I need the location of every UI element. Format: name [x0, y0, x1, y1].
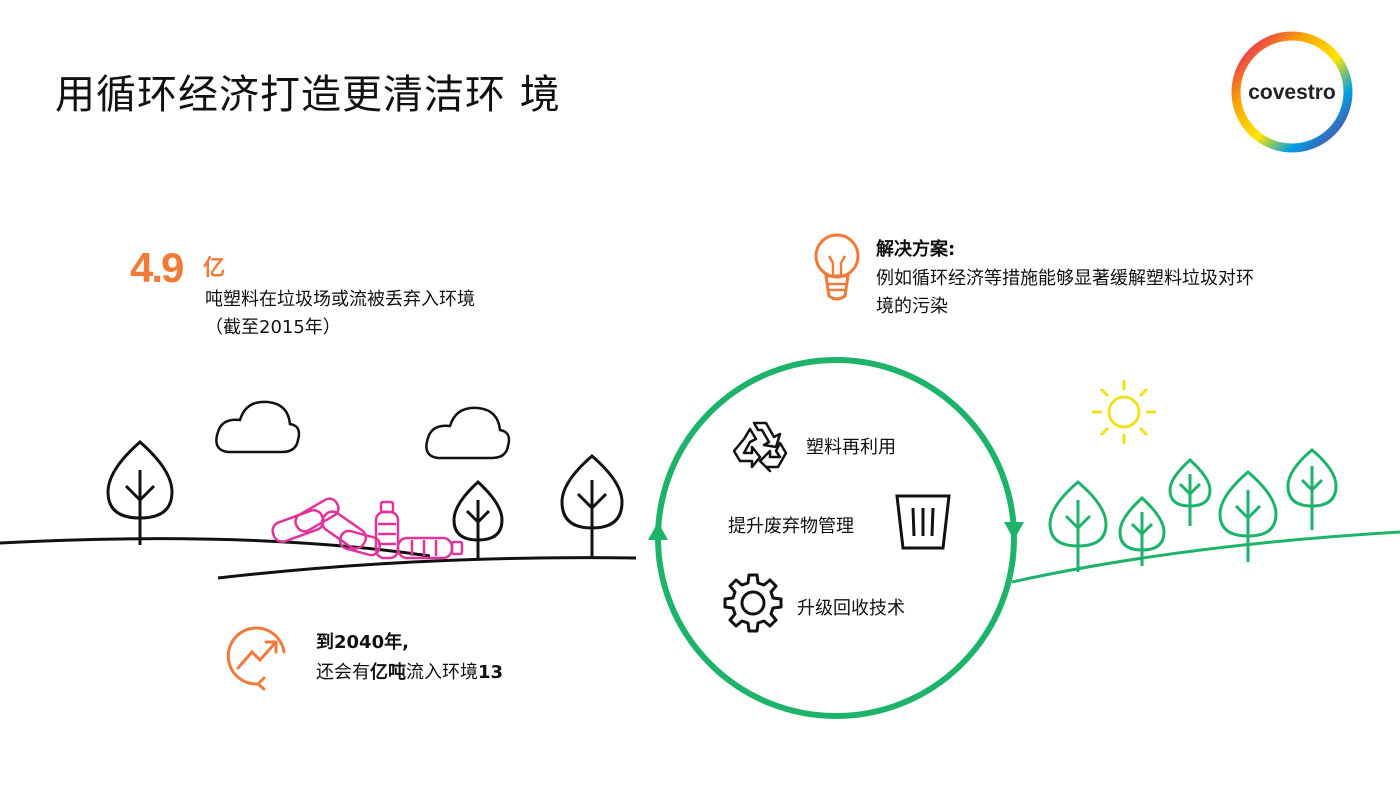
cloud-icon — [425, 406, 511, 460]
tree-icon — [560, 454, 624, 557]
cycle-arrow-down — [1004, 522, 1024, 540]
solution-line-2: 境的污染 — [876, 296, 948, 317]
sun-icon — [1092, 380, 1156, 444]
tree-icon — [1118, 495, 1166, 566]
forecast-pre: 还会有 — [316, 662, 370, 683]
tree-icon — [1286, 448, 1338, 530]
covestro-logo: covestro — [1228, 30, 1356, 154]
stat-line-2: （截至2015年） — [205, 317, 341, 338]
trash-bin-icon — [893, 492, 953, 556]
cycle-circle — [655, 357, 1017, 719]
tree-icon — [106, 440, 174, 545]
plastic-bottles-icon — [271, 497, 464, 560]
page-title: 用循环经济打造更清洁环 境 — [55, 72, 561, 118]
stat-line-1: 吨塑料在垃圾场或流被丢弃入环境 — [205, 289, 475, 310]
solution-title: 解决方案: — [876, 239, 956, 260]
forecast-post: 流入环境 — [406, 662, 478, 683]
tree-icon — [1048, 480, 1108, 572]
solution-line-1: 例如循环经济等措施能够显著缓解塑料垃圾对环 — [876, 268, 1254, 289]
ground-line-left-2 — [217, 556, 637, 580]
recycle-icon — [730, 417, 790, 477]
cycle-item-waste-management: 提升废弃物管理 — [728, 516, 854, 537]
trend-up-icon — [224, 622, 292, 694]
stat-description: 吨塑料在垃圾场或流被丢弃入环境 （截至2015年） — [205, 286, 475, 342]
forecast-year: 到2040年, — [316, 632, 409, 653]
tree-icon — [1218, 470, 1278, 562]
lightbulb-icon — [812, 232, 862, 312]
forecast-number: 13 — [478, 662, 504, 683]
forecast-unit: 亿吨 — [370, 662, 406, 683]
cycle-item-recycling-tech: 升级回收技术 — [797, 598, 905, 619]
solution-description: 例如循环经济等措施能够显著缓解塑料垃圾对环 境的污染 — [876, 265, 1346, 321]
ground-line-right — [1011, 530, 1400, 584]
stat-unit: 亿 — [203, 256, 226, 281]
cloud-icon — [215, 400, 301, 454]
gear-icon — [722, 572, 784, 638]
logo-wordmark: covestro — [1248, 81, 1336, 104]
tree-icon — [1168, 457, 1212, 526]
tree-icon — [452, 479, 504, 558]
forecast-text: 到2040年, 还会有亿吨流入环境13 — [316, 628, 503, 688]
cycle-arrow-up — [648, 522, 668, 540]
stat-number: 4.9 — [130, 244, 184, 291]
cycle-item-reuse: 塑料再利用 — [806, 437, 896, 458]
